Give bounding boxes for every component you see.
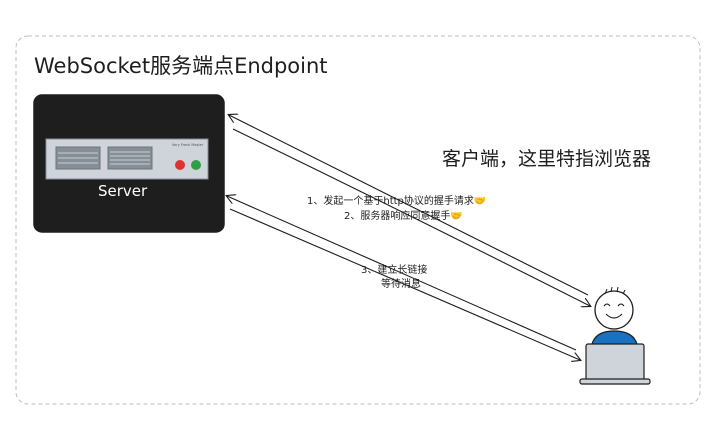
waiting-message-label: 等待消息 bbox=[381, 277, 421, 290]
client-label: 客户端，这里特指浏览器 bbox=[442, 148, 651, 170]
laptop-icon bbox=[585, 343, 645, 381]
endpoint-frame bbox=[15, 35, 701, 405]
handshake-request-arrow bbox=[229, 115, 589, 296]
client-head bbox=[594, 290, 634, 330]
server-panel-text: Very Fresh Master bbox=[172, 143, 204, 147]
handshake-response-arrow bbox=[232, 128, 590, 306]
server-drive-slot bbox=[107, 146, 153, 170]
long-connection-label: 3、建立长链接 bbox=[361, 263, 427, 276]
diagram-title: WebSocket服务端点Endpoint bbox=[34, 54, 328, 78]
server-rack-panel: Very Fresh Master bbox=[45, 138, 209, 180]
server-box: Very Fresh Master Server bbox=[33, 94, 225, 233]
handshake-request-label: 1、发起一个基于http协议的握手请求🤝 bbox=[307, 194, 486, 207]
server-label: Server bbox=[98, 182, 148, 200]
long-connection-arrow-to-server bbox=[227, 196, 577, 351]
server-led-red bbox=[175, 160, 185, 170]
client-user-icon bbox=[579, 286, 651, 385]
server-led-green bbox=[191, 160, 201, 170]
long-connection-arrow-to-client bbox=[229, 208, 580, 360]
handshake-response-label: 2、服务器响应同意握手🤝 bbox=[344, 209, 463, 222]
